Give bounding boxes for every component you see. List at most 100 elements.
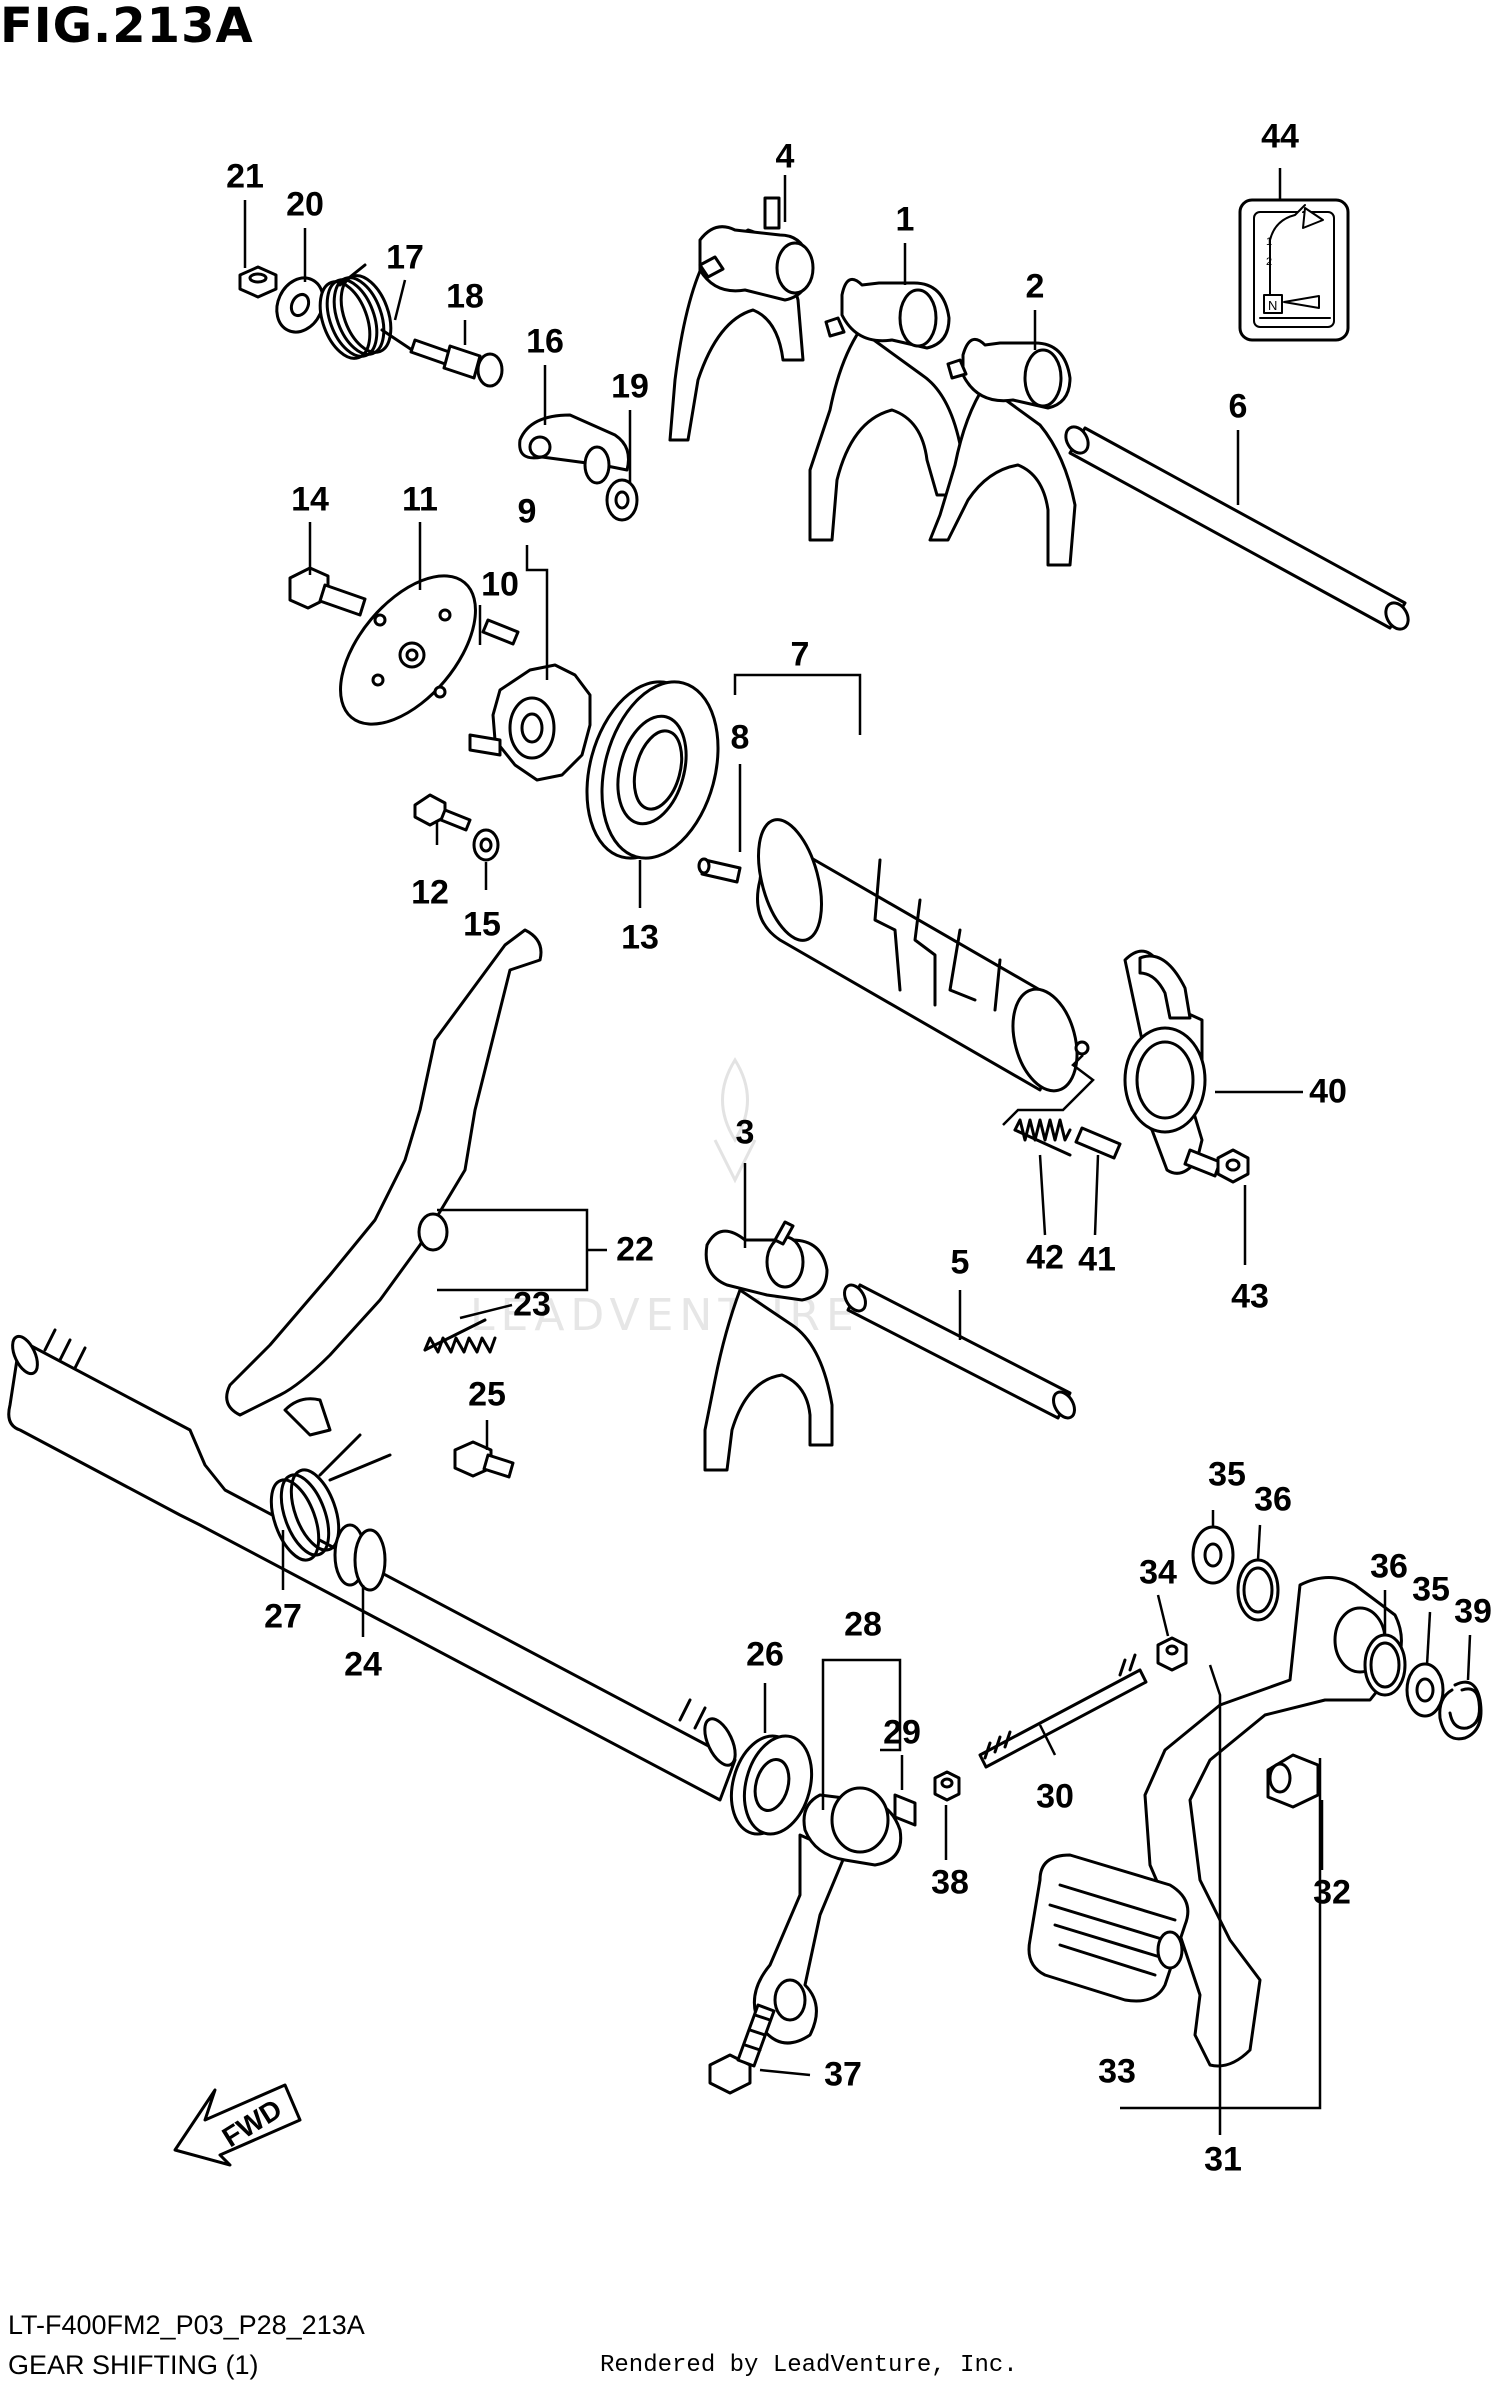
callout-29: 29 [883, 1713, 921, 1752]
part-32-bolt [1266, 1753, 1320, 1809]
callout-13: 13 [621, 918, 659, 957]
callout-17: 17 [386, 238, 424, 277]
callout-35-upper: 35 [1208, 1455, 1246, 1494]
part-25-bolt [453, 1440, 515, 1479]
callout-21: 21 [226, 157, 264, 196]
part-30-rod [978, 1653, 1148, 1769]
callout-36-lower: 36 [1370, 1547, 1408, 1586]
callout-39: 39 [1454, 1592, 1492, 1631]
part-29-joint [893, 1793, 917, 1827]
part-3-fork [703, 1220, 834, 1472]
callout-41: 41 [1078, 1240, 1116, 1279]
callout-1: 1 [895, 200, 915, 239]
shift-pattern-2: 2 [1266, 256, 1272, 268]
part-35-washer-upper [1191, 1525, 1235, 1585]
part-17-spring [318, 263, 419, 360]
callout-4: 4 [775, 137, 795, 176]
callout-37: 37 [824, 2055, 862, 2094]
part-10-pin [481, 618, 520, 646]
callout-9: 9 [517, 492, 537, 531]
part-35-washer-lower [1405, 1662, 1445, 1718]
callout-33: 33 [1098, 2052, 1136, 2091]
part-23-spring [423, 1318, 497, 1354]
callout-16: 16 [526, 322, 564, 361]
part-12-screw [413, 793, 472, 832]
part-15-washer [472, 828, 500, 862]
callout-32: 32 [1313, 1873, 1351, 1912]
diagram-code: LT-F400FM2_P03_P28_213A [8, 2310, 365, 2340]
callout-30: 30 [1036, 1777, 1074, 1816]
callout-22: 22 [616, 1230, 654, 1269]
callout-42: 42 [1026, 1238, 1064, 1277]
part-18-bolt [409, 338, 504, 388]
shift-pattern-neutral: N [1268, 298, 1277, 313]
part-33-pedal-rubber [1027, 1853, 1190, 2003]
part-41-pin [1074, 1126, 1122, 1160]
callout-2: 2 [1025, 267, 1045, 306]
callout-40: 40 [1309, 1072, 1347, 1111]
callout-36-upper: 36 [1254, 1480, 1292, 1519]
part-9-gear-cam [468, 663, 592, 782]
callout-43: 43 [1231, 1277, 1269, 1316]
part-19-washer [605, 478, 639, 522]
part-16-stopper [518, 413, 630, 485]
figure-title: FIG.213A [0, 0, 254, 54]
callout-11: 11 [402, 480, 438, 519]
callout-24: 24 [344, 1645, 382, 1684]
part-28-gearshift-lever [752, 1786, 903, 2045]
callout-10: 10 [481, 565, 519, 604]
part-40-bracket [1123, 949, 1207, 1175]
part-2-fork [928, 337, 1077, 567]
callout-19: 19 [611, 367, 649, 406]
part-6-shaft [1064, 425, 1410, 631]
part-43-bolt [1183, 1148, 1250, 1184]
part-8-pin [697, 857, 742, 884]
callout-18: 18 [446, 277, 484, 316]
fwd-arrow-icon: FWD [173, 2083, 302, 2167]
part-11-plate [339, 574, 477, 726]
callout-28: 28 [844, 1605, 882, 1644]
part-44-shift-pattern-plate: 1 2 N [1238, 198, 1350, 342]
part-24-collar [333, 1523, 387, 1592]
callout-44: 44 [1261, 117, 1299, 156]
callout-6: 6 [1228, 387, 1248, 426]
callout-3: 3 [735, 1113, 755, 1152]
part-39-circlip [1438, 1680, 1483, 1741]
callout-35-lower: 35 [1412, 1570, 1450, 1609]
leader-lines [243, 168, 1472, 2135]
part-36-seal-lower [1363, 1633, 1407, 1697]
render-credit: Rendered by LeadVenture, Inc. [600, 2352, 1018, 2379]
part-26-bearing [729, 1734, 814, 1836]
callout-23: 23 [513, 1285, 551, 1324]
callout-27: 27 [264, 1597, 302, 1636]
part-42-spring [1013, 1118, 1072, 1157]
part-14-bolt [288, 566, 367, 617]
callout-12: 12 [411, 873, 449, 912]
callout-7: 7 [790, 635, 810, 674]
callout-8: 8 [730, 718, 750, 757]
callout-31: 31 [1204, 2140, 1242, 2179]
part-36-seal-upper [1236, 1558, 1280, 1622]
part-4-fork [668, 196, 815, 442]
callout-26: 26 [746, 1635, 784, 1674]
part-34-nut [1156, 1636, 1188, 1672]
callout-15: 15 [463, 905, 501, 944]
part-37-bolt [708, 2003, 776, 2095]
part-1-fork [808, 277, 964, 542]
shift-pattern-1: 1 [1266, 236, 1272, 248]
callout-25: 25 [468, 1375, 506, 1414]
part-13-bearing [585, 680, 720, 860]
callout-5: 5 [950, 1243, 970, 1282]
diagram-name: GEAR SHIFTING (1) [8, 2350, 259, 2380]
callout-34: 34 [1139, 1553, 1177, 1592]
part-22-shift-arm [225, 928, 543, 1437]
callout-38: 38 [931, 1863, 969, 1902]
part-7-shift-drum [756, 818, 1090, 1093]
part-5-shaft [843, 1283, 1076, 1420]
callout-14: 14 [291, 480, 329, 519]
callout-20: 20 [286, 185, 324, 224]
part-21-nut [238, 265, 278, 299]
part-38-nut [933, 1770, 961, 1802]
